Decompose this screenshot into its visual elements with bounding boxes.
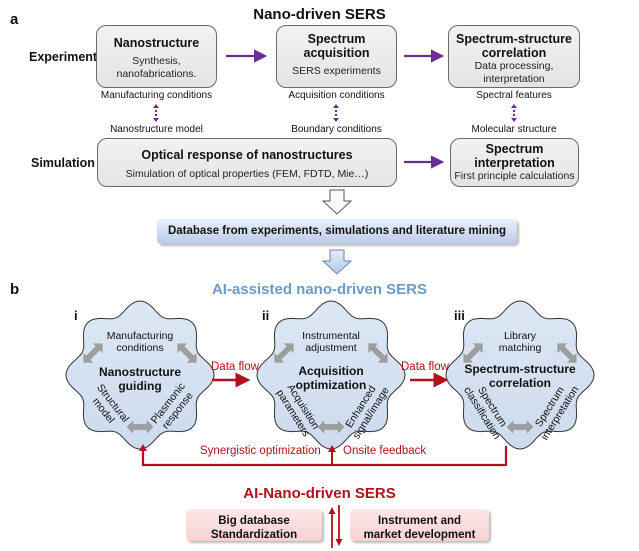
grey-double-arrow-bottom	[317, 420, 345, 434]
box-title: Nanostructure	[113, 36, 200, 50]
database-bar: Database from experiments, simulations a…	[157, 219, 517, 244]
up-arrowhead	[328, 507, 336, 514]
blue-down-arrow	[321, 249, 353, 275]
module-i-numeral: i	[74, 308, 78, 323]
panel-a-letter: a	[10, 11, 19, 28]
spectrum-interpretation-box: Spectrum interpretation First principle …	[450, 138, 579, 187]
spectral-features-label: Spectral features	[476, 90, 552, 101]
dotted-double-arrow-1	[153, 104, 159, 122]
grey-double-arrow-bottom	[126, 420, 154, 434]
data-flow-label-1: Data flow	[211, 361, 259, 373]
box-subtitle: Synthesis,	[132, 55, 181, 67]
row-label-simulation: Simulation	[31, 156, 95, 170]
box-title: Spectrum	[485, 142, 544, 156]
box-title: Spectrum-structure	[456, 32, 572, 46]
ai-nano-driven-sers-title: AI-Nano-driven SERS	[243, 485, 396, 502]
grey-double-arrow-left	[274, 343, 294, 363]
feedback-arrowhead-center	[328, 445, 336, 452]
grey-double-arrow-bottom	[506, 420, 534, 434]
box-subtitle: SERS experiments	[292, 65, 381, 77]
box-title: Spectrum	[307, 32, 366, 46]
down-arrowhead	[335, 539, 343, 546]
feedback-arrowhead-left	[139, 444, 147, 451]
manufacturing-conditions-label: Manufacturing conditions	[100, 90, 213, 101]
spectrum-acquisition-box: Spectrum acquisition SERS experiments	[276, 25, 397, 88]
module-ii-numeral: ii	[262, 308, 270, 323]
module-iii-numeral: iii	[454, 308, 465, 323]
box-subtitle: Simulation of optical properties (FEM, F…	[125, 168, 369, 180]
panel-b-title: AI-assisted nano-driven SERS	[211, 281, 428, 298]
row-label-experiment: Experiment	[29, 50, 98, 64]
nanostructure-box: Nanostructure Synthesis, nanofabrication…	[96, 25, 217, 88]
box-subtitle: Data processing,	[474, 60, 554, 72]
panel-a-title: Nano-driven SERS	[253, 6, 386, 23]
grey-double-arrow-left	[463, 343, 483, 363]
panel-b-letter: b	[10, 281, 20, 298]
grey-double-arrow-right	[177, 343, 197, 363]
box-title: Optical response of nanostructures	[141, 148, 353, 162]
grey-double-arrows	[83, 343, 577, 434]
onsite-feedback-label: Onsite feedback	[343, 445, 427, 457]
grey-double-arrow-left	[83, 343, 103, 363]
box-subtitle: First principle calculations	[454, 170, 575, 182]
boundary-conditions-label: Boundary conditions	[291, 124, 382, 135]
grey-double-arrow-right	[368, 343, 388, 363]
synergistic-optimization-label: Synergistic optimization	[200, 445, 321, 457]
feedback-line	[141, 446, 508, 467]
optical-response-box: Optical response of nanostructures Simul…	[97, 138, 397, 187]
hollow-down-arrow	[321, 189, 353, 215]
box-title: acquisition	[303, 46, 370, 60]
data-flow-label-2: Data flow	[401, 361, 449, 373]
spectrum-structure-correlation-box: Spectrum-structure correlation Data proc…	[448, 25, 580, 88]
cloud-module-i	[65, 300, 215, 450]
grey-double-arrow-right	[557, 343, 577, 363]
dotted-double-arrow-3	[511, 104, 517, 122]
box-subtitle: nanofabrications.	[116, 67, 197, 80]
nanostructure-model-label: Nanostructure model	[110, 124, 203, 135]
box-subtitle: interpretation	[483, 72, 545, 85]
box-title: interpretation	[474, 156, 555, 170]
molecular-structure-label: Molecular structure	[471, 124, 557, 135]
dotted-double-arrow-2	[333, 104, 339, 122]
box-title: correlation	[481, 46, 547, 60]
acquisition-conditions-label: Acquisition conditions	[288, 90, 385, 101]
cloud-module-iii	[445, 300, 595, 450]
